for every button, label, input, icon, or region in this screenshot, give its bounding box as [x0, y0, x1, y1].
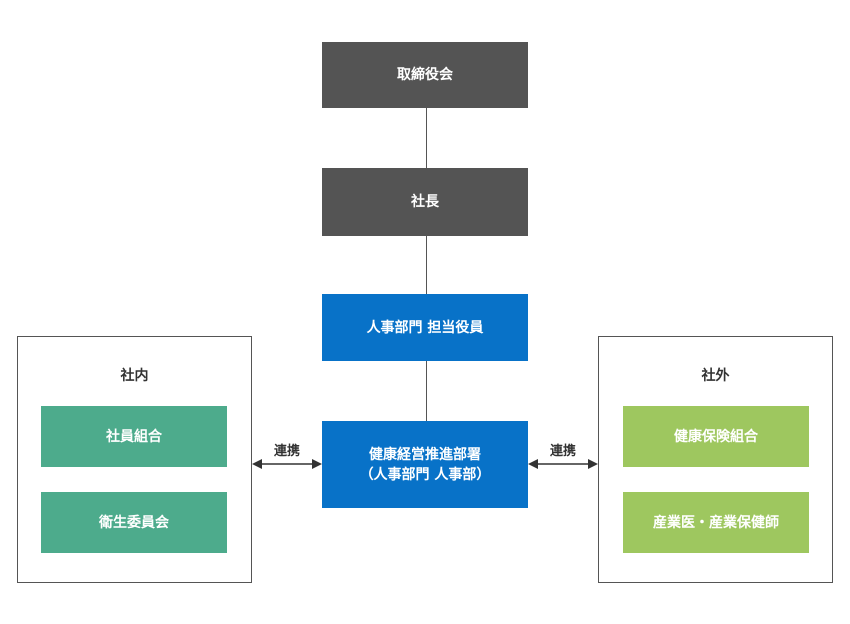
external-group-title: 社外: [701, 368, 730, 384]
health-promotion-dept-box: 健康経営推進部署 （人事部門 人事部）: [322, 421, 528, 508]
occupational-health-label: 産業医・産業保健師: [653, 514, 779, 531]
health-promotion-dept-label: 健康経営推進部署: [369, 446, 481, 463]
external-item-occupational-health: 産業医・産業保健師: [623, 492, 809, 553]
left-link-label: 連携: [273, 444, 300, 459]
external-item-health-insurance: 健康保険組合: [623, 406, 809, 467]
left-double-arrow: [252, 459, 322, 469]
connector-hr-promotion: [426, 361, 427, 421]
right-double-arrow: [528, 459, 598, 469]
health-committee-label: 衛生委員会: [99, 514, 169, 531]
connector-president-hr: [426, 236, 427, 294]
internal-group-title: 社内: [120, 368, 149, 384]
employee-union-label: 社員組合: [106, 428, 162, 445]
hr-officer-label: 人事部門 担当役員: [366, 319, 484, 336]
board-of-directors-label: 取締役会: [397, 67, 453, 83]
president-label: 社長: [411, 194, 439, 210]
hr-officer-box: 人事部門 担当役員: [322, 294, 528, 361]
internal-item-health-committee: 衛生委員会: [41, 492, 227, 553]
board-of-directors-box: 取締役会: [322, 42, 528, 108]
internal-item-employee-union: 社員組合: [41, 406, 227, 467]
health-insurance-label: 健康保険組合: [674, 428, 758, 445]
connector-board-president: [426, 108, 427, 168]
president-box: 社長: [322, 168, 528, 236]
health-promotion-dept-text: 健康経営推進部署 （人事部門 人事部）: [360, 445, 491, 485]
right-link-label: 連携: [549, 444, 576, 459]
health-promotion-dept-sublabel: （人事部門 人事部）: [359, 466, 491, 483]
